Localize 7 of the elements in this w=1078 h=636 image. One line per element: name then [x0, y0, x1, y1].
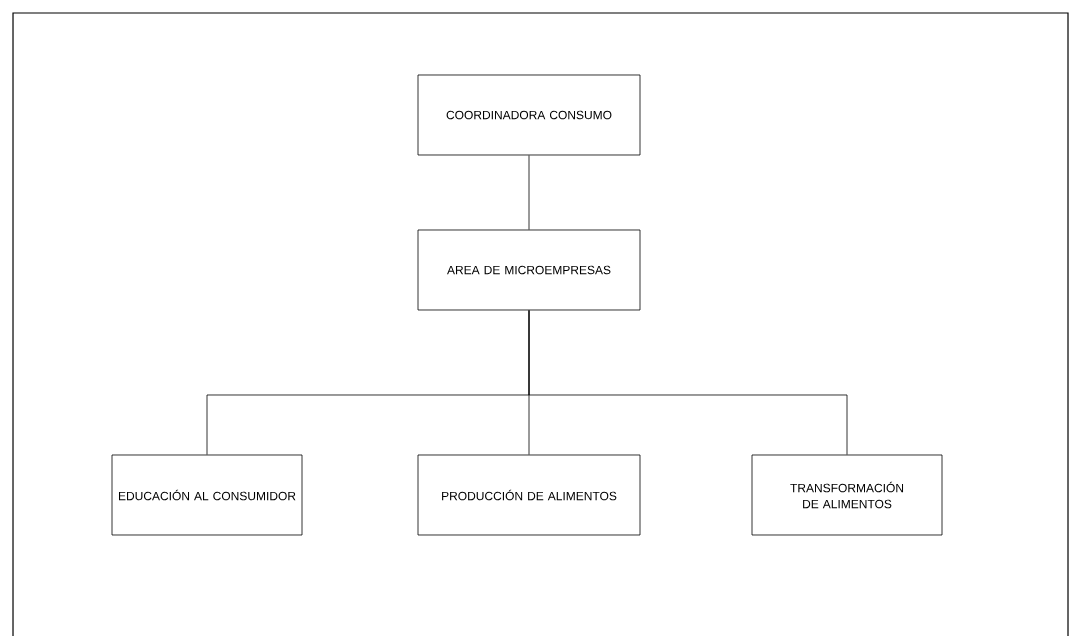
org-box: PRODUCCIÓN DE ALIMENTOS [417, 454, 641, 536]
connector-line [528, 310, 848, 455]
org-box: COORDINADORA CONSUMO [417, 74, 641, 156]
org-box: EDUCACIÓN AL CONSUMIDOR [111, 454, 303, 536]
org-box: AREA DE MICROEMPRESAS [417, 229, 641, 311]
org-box: TRANSFORMACIÓN DE ALIMENTOS [751, 454, 943, 536]
connector-line [528, 155, 530, 230]
